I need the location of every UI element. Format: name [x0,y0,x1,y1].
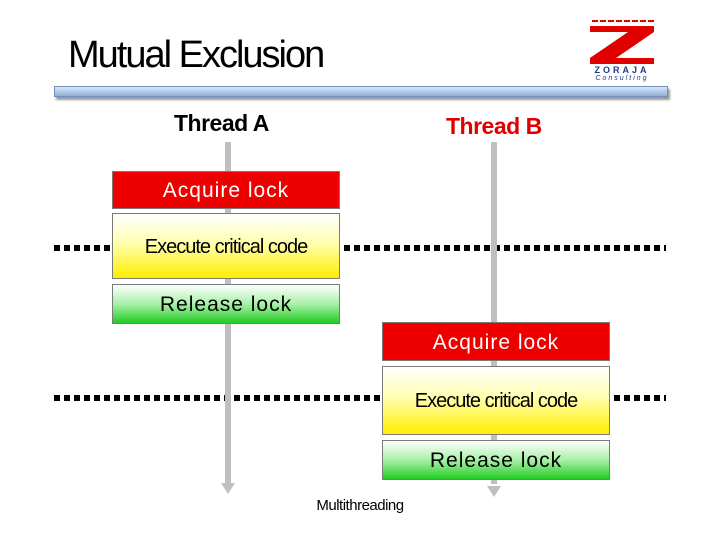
logo-subtitle: Consulting [595,75,649,82]
thread-a-acquire-lock-box: Acquire lock [112,171,340,209]
thread-a-label: Thread A [174,110,269,136]
thread-a-release-lock-box: Release lock [112,284,340,324]
thread-a-arrow-down-icon [221,483,235,494]
critical-section-boundary-top [54,245,666,251]
logo-wordmark: ZORAJA [594,65,650,75]
zoraja-logo-icon [590,20,654,64]
thread-a-execute-critical-code-box: Execute critical code [112,213,340,279]
thread-b-timeline [491,142,497,484]
slide-title: Mutual Exclusion [68,34,325,76]
title-underline-bar [54,86,668,97]
thread-b-arrow-down-icon [487,486,501,497]
thread-b-release-lock-box: Release lock [382,440,610,480]
critical-section-boundary-bottom [54,395,666,401]
thread-b-execute-critical-code-box: Execute critical code [382,366,610,435]
slide-footer: Multithreading [316,497,404,514]
thread-b-acquire-lock-box: Acquire lock [382,322,610,361]
thread-b-label: Thread B [446,113,542,139]
